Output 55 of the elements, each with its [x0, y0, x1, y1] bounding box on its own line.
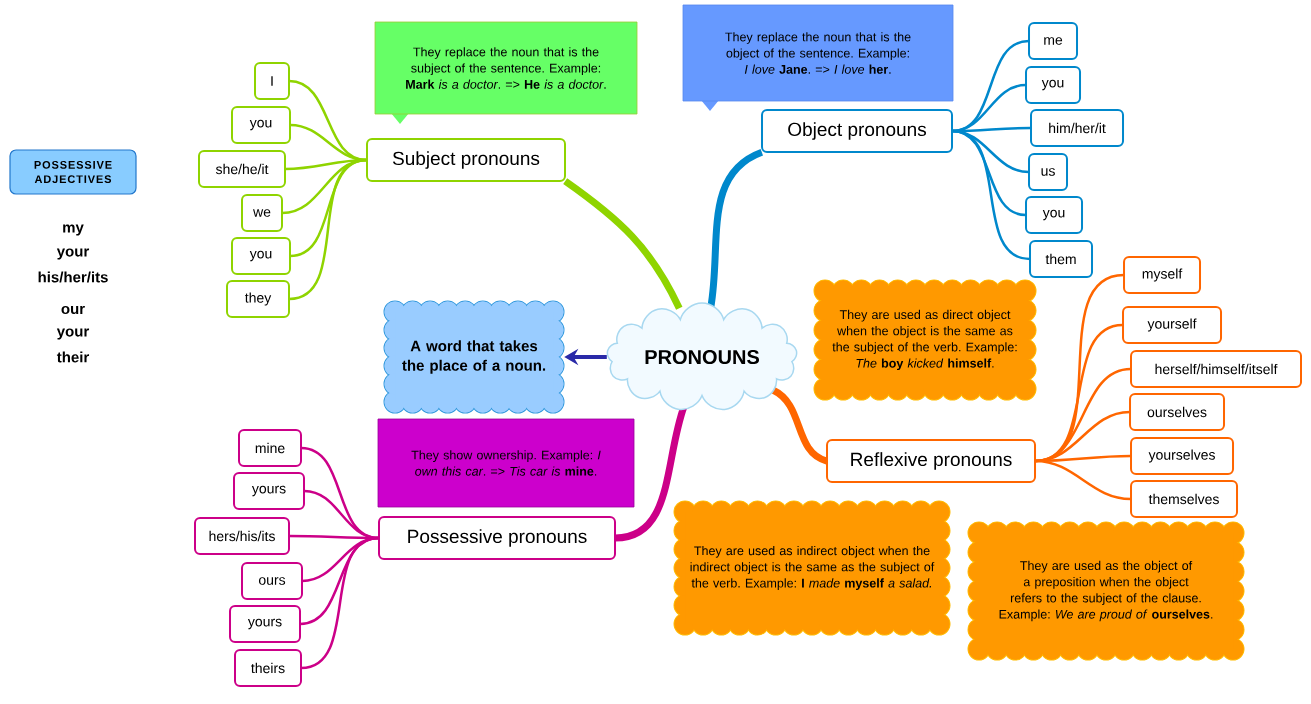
- scalloped-bubble: They are used as the object of a preposition when the object refers to the subject of the clause. Example: We are proud of ourselves.: [967, 521, 1245, 661]
- branch-line: [300, 536, 380, 670]
- rounded-box: you: [1025, 66, 1081, 104]
- word-label: our: [61, 305, 85, 315]
- rounded-box: yourself: [1122, 306, 1222, 344]
- rounded-box: Possessive pronouns: [378, 516, 616, 560]
- rounded-box: herself/himself/itself: [1130, 350, 1302, 388]
- branch-line: [1035, 459, 1131, 501]
- rounded-box: him/her/it: [1030, 109, 1124, 147]
- word-label: your: [56, 328, 90, 340]
- rounded-box: me: [1028, 22, 1078, 60]
- scalloped-bubble: They are used as indirect object when the indirect object is the same as the subject of the verb. Example: I made myself a salad.: [673, 500, 951, 636]
- rounded-box: POSSESSIVE ADJECTIVES: [9, 149, 137, 195]
- word-label: his/her/its: [38, 271, 108, 283]
- branch-line: [288, 158, 368, 301]
- branch-line: [563, 178, 683, 310]
- branch-line: [289, 79, 367, 162]
- rounded-box: you: [231, 237, 291, 275]
- word-label: your: [56, 248, 90, 260]
- rounded-box: yourselves: [1130, 437, 1234, 475]
- branch-line: [707, 149, 764, 308]
- word-label: their: [56, 351, 90, 363]
- rounded-box: yours: [229, 605, 301, 643]
- rounded-box: Subject pronouns: [366, 138, 566, 182]
- rounded-box: ours: [241, 562, 303, 600]
- rounded-box: they: [226, 280, 290, 318]
- rounded-box: Object pronouns: [761, 109, 953, 153]
- branch-line: [282, 158, 367, 215]
- speech-bubble: They replace the noun that is the object of the sentence. Example: I love Jane. => I love her.: [682, 4, 954, 111]
- branch-line: [951, 129, 1031, 261]
- rounded-box: she/he/it: [198, 150, 286, 188]
- branch-line: [952, 129, 1026, 217]
- rounded-box: you: [1025, 196, 1083, 234]
- rounded-box: mine: [238, 429, 302, 467]
- rounded-box: hers/his/its: [194, 517, 290, 555]
- branch-line: [952, 83, 1026, 133]
- rounded-box: ourselves: [1129, 393, 1225, 431]
- word-label: my: [63, 224, 84, 236]
- rounded-box: you: [231, 106, 291, 144]
- rounded-box: theirs: [234, 649, 302, 687]
- scalloped-bubble: They are used as direct object when the object is the same as the subject of the verb. Example: The boy kicked himself.: [813, 279, 1037, 401]
- rounded-box: myself: [1123, 256, 1201, 294]
- rounded-box: themselves: [1130, 480, 1238, 518]
- rounded-box: yours: [233, 472, 305, 510]
- speech-bubble: They show ownership. Example: I own this car. => Tis car is mine.: [377, 418, 635, 508]
- rounded-box: Reflexive pronouns: [826, 439, 1036, 483]
- branch-line: [304, 489, 379, 540]
- branch-line: [771, 387, 829, 465]
- scalloped-bubble: A word that takes the place of a noun.: [383, 300, 565, 414]
- rounded-box: I: [254, 62, 290, 100]
- rounded-box: we: [241, 194, 283, 232]
- branch-line: [300, 536, 379, 626]
- speech-bubble: They replace the noun that is the subject of the sentence. Example: Mark is a doctor. => He is a doctor.: [374, 21, 638, 124]
- rounded-box: them: [1029, 240, 1093, 278]
- rounded-box: us: [1028, 153, 1068, 191]
